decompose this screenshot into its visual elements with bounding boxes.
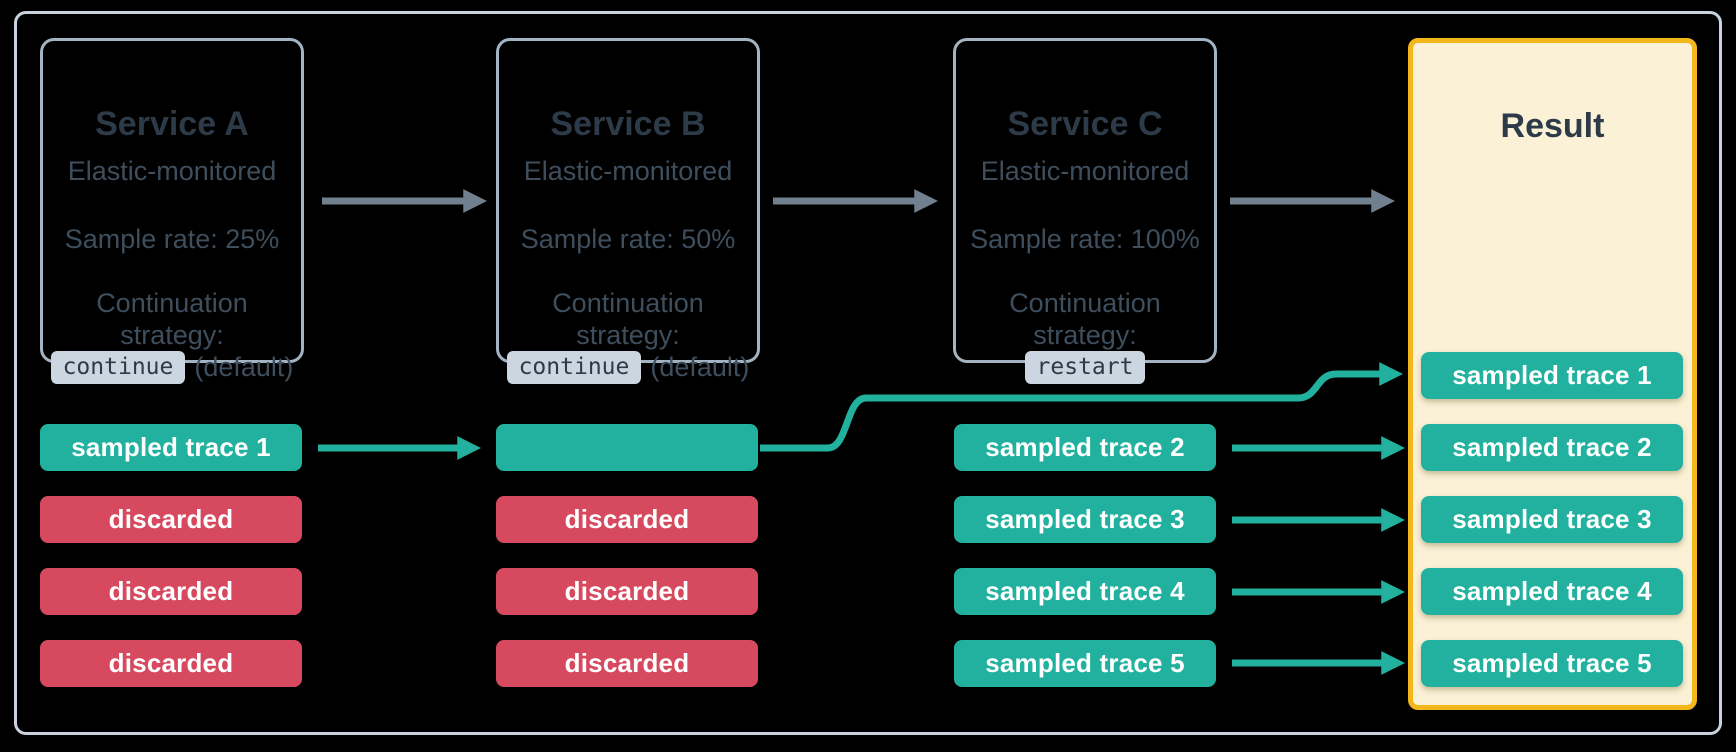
service-c-pill-sampled-trace-3: sampled trace 3 (954, 496, 1216, 543)
service-a-strategy-label: strategy: (120, 320, 224, 350)
service-a-strategy-row: continue (default) (43, 349, 301, 385)
service-b-title: Service B (550, 105, 706, 143)
service-b-pill-discarded-3: discarded (496, 640, 758, 687)
service-b-pill-sampled-blank (496, 424, 758, 471)
service-a-strategy-code-badge: continue (50, 350, 186, 384)
result-pill-sampled-trace-1: sampled trace 1 (1421, 352, 1683, 399)
service-a-pill-discarded-2: discarded (40, 568, 302, 615)
result-pill-sampled-trace-4: sampled trace 4 (1421, 568, 1683, 615)
service-b-continuation-label: Continuation (552, 288, 704, 318)
service-c-pill-sampled-trace-4: sampled trace 4 (954, 568, 1216, 615)
service-c-title: Service C (1007, 105, 1163, 143)
service-a-pill-sampled-trace-1: sampled trace 1 (40, 424, 302, 471)
result-title: Result (1500, 107, 1605, 145)
service-a-sample-rate: Sample rate: 25% (64, 224, 280, 254)
service-b-strategy-row: continue (default) (499, 349, 757, 385)
service-a-box: Service A Elastic-monitored Sample rate:… (40, 38, 304, 384)
diagram-outer-frame (14, 11, 1722, 735)
service-a-subtitle: Elastic-monitored (67, 156, 277, 186)
service-b-subtitle: Elastic-monitored (523, 156, 733, 186)
service-c-subtitle: Elastic-monitored (980, 156, 1190, 186)
service-b-pill-discarded-1: discarded (496, 496, 758, 543)
service-c-pill-sampled-trace-2: sampled trace 2 (954, 424, 1216, 471)
service-c-strategy-row: restart (956, 349, 1214, 385)
service-c-strategy-code-badge: restart (1024, 350, 1146, 384)
service-c-pill-sampled-trace-5: sampled trace 5 (954, 640, 1216, 687)
service-b-pill-discarded-2: discarded (496, 568, 758, 615)
service-b-strategy-label: strategy: (576, 320, 680, 350)
service-a-pill-discarded-3: discarded (40, 640, 302, 687)
service-b-strategy-suffix: (default) (650, 351, 750, 382)
result-pill-sampled-trace-3: sampled trace 3 (1421, 496, 1683, 543)
service-a-strategy-suffix: (default) (194, 351, 294, 382)
service-a-pill-discarded-1: discarded (40, 496, 302, 543)
service-a-title: Service A (95, 105, 249, 143)
service-c-sample-rate: Sample rate: 100% (970, 224, 1200, 254)
service-c-box: Service C Elastic-monitored Sample rate:… (953, 38, 1217, 384)
service-c-strategy-label: strategy: (1033, 320, 1137, 350)
service-b-strategy-code-badge: continue (506, 350, 642, 384)
service-b-sample-rate: Sample rate: 50% (520, 224, 736, 254)
result-pill-sampled-trace-2: sampled trace 2 (1421, 424, 1683, 471)
result-pill-sampled-trace-5: sampled trace 5 (1421, 640, 1683, 687)
service-a-continuation-label: Continuation (96, 288, 248, 318)
service-c-continuation-label: Continuation (1009, 288, 1161, 318)
service-b-box: Service B Elastic-monitored Sample rate:… (496, 38, 760, 384)
